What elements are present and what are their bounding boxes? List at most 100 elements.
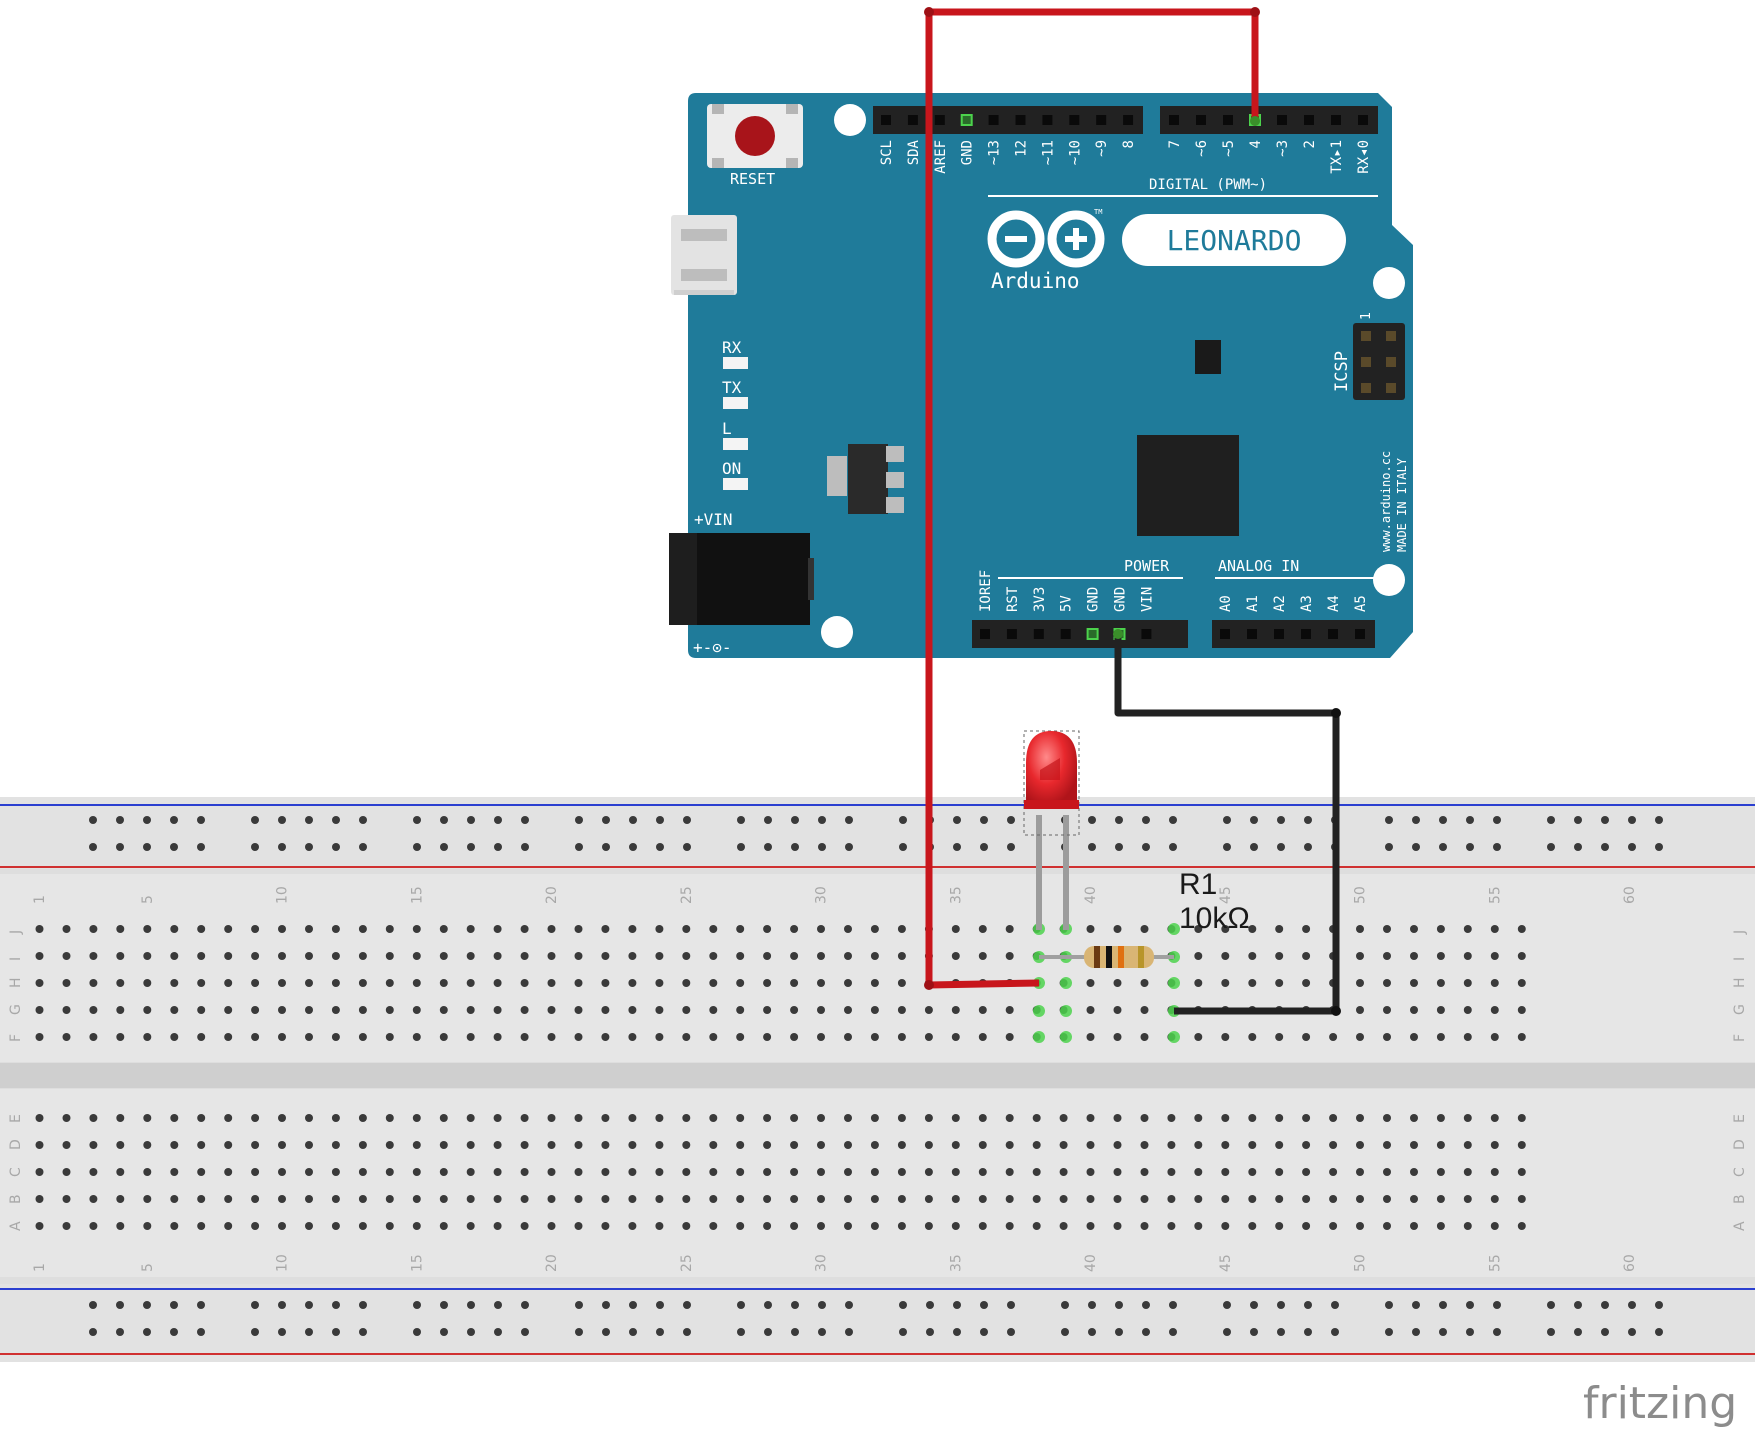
breadboard-hole[interactable] <box>358 1195 367 1203</box>
breadboard-hole[interactable] <box>1490 925 1499 933</box>
rail-hole[interactable] <box>656 1301 664 1309</box>
breadboard-hole[interactable] <box>1410 1033 1418 1041</box>
breadboard-hole[interactable] <box>897 979 906 987</box>
breadboard-hole[interactable] <box>1329 1222 1338 1230</box>
breadboard-hole[interactable] <box>89 1222 98 1230</box>
rail-hole[interactable] <box>251 816 259 824</box>
rail-hole[interactable] <box>1007 816 1015 824</box>
breadboard-hole[interactable] <box>978 1141 987 1149</box>
breadboard-hole[interactable] <box>790 925 799 933</box>
breadboard-hole[interactable] <box>466 925 475 933</box>
breadboard-hole[interactable] <box>1275 1195 1284 1203</box>
rail-hole[interactable] <box>683 1328 691 1336</box>
breadboard-hole[interactable] <box>1517 1006 1526 1014</box>
breadboard-hole[interactable] <box>1356 1114 1364 1122</box>
breadboard-hole[interactable] <box>790 979 799 987</box>
breadboard-hole[interactable] <box>493 952 502 960</box>
rail-hole[interactable] <box>1466 1301 1474 1309</box>
breadboard-hole[interactable] <box>897 1114 906 1122</box>
breadboard-hole[interactable] <box>197 1168 206 1176</box>
breadboard-hole[interactable] <box>89 1195 98 1203</box>
breadboard-hole[interactable] <box>1436 925 1445 933</box>
rail-hole[interactable] <box>1304 843 1312 851</box>
breadboard-hole[interactable] <box>305 1006 313 1014</box>
breadboard-hole[interactable] <box>305 952 313 960</box>
header-pin[interactable] <box>1358 115 1368 125</box>
breadboard-hole[interactable] <box>817 1033 825 1041</box>
breadboard-hole[interactable] <box>682 952 691 960</box>
rail-hole[interactable] <box>1601 816 1609 824</box>
breadboard-hole[interactable] <box>466 1114 475 1122</box>
breadboard-hole[interactable] <box>35 979 44 987</box>
rail-hole[interactable] <box>737 1301 745 1309</box>
rail-hole[interactable] <box>764 1328 772 1336</box>
breadboard-hole[interactable] <box>574 1033 583 1041</box>
rail-hole[interactable] <box>1304 1328 1312 1336</box>
breadboard-hole[interactable] <box>709 952 718 960</box>
rail-hole[interactable] <box>305 843 313 851</box>
rail-hole[interactable] <box>116 843 124 851</box>
breadboard-hole[interactable] <box>1275 1168 1284 1176</box>
rail-hole[interactable] <box>1088 1328 1096 1336</box>
breadboard-hole[interactable] <box>1194 1168 1203 1176</box>
breadboard-hole[interactable] <box>1005 1033 1014 1041</box>
breadboard-hole[interactable] <box>197 1222 206 1230</box>
breadboard-hole[interactable] <box>1005 1006 1014 1014</box>
breadboard-hole[interactable] <box>466 1006 475 1014</box>
rail-hole[interactable] <box>1142 816 1150 824</box>
breadboard-hole[interactable] <box>412 1141 421 1149</box>
breadboard-hole[interactable] <box>924 1006 933 1014</box>
breadboard-hole[interactable] <box>655 1168 664 1176</box>
breadboard-hole[interactable] <box>709 1168 718 1176</box>
breadboard-hole[interactable] <box>385 1141 394 1149</box>
rail-hole[interactable] <box>980 1301 988 1309</box>
breadboard-hole[interactable] <box>1410 1006 1418 1014</box>
breadboard-hole[interactable] <box>763 1222 772 1230</box>
breadboard-hole[interactable] <box>574 1141 583 1149</box>
breadboard-hole[interactable] <box>35 1033 44 1041</box>
breadboard-hole[interactable] <box>709 979 718 987</box>
breadboard-hole[interactable] <box>1221 1033 1230 1041</box>
breadboard-hole[interactable] <box>116 1114 125 1122</box>
rail-hole[interactable] <box>845 1328 853 1336</box>
breadboard-hole[interactable] <box>817 1168 825 1176</box>
breadboard-hole[interactable] <box>385 1006 394 1014</box>
breadboard-hole[interactable] <box>1194 1222 1203 1230</box>
breadboard-hole[interactable] <box>1113 1195 1122 1203</box>
breadboard-hole[interactable] <box>1167 1168 1176 1176</box>
breadboard-hole[interactable] <box>897 1222 906 1230</box>
breadboard-hole[interactable] <box>1086 1141 1095 1149</box>
breadboard-hole[interactable] <box>331 1141 340 1149</box>
rail-hole[interactable] <box>143 816 151 824</box>
rail-hole[interactable] <box>1331 1328 1339 1336</box>
breadboard-hole[interactable] <box>763 1141 772 1149</box>
breadboard-hole[interactable] <box>1059 1141 1068 1149</box>
breadboard-hole[interactable] <box>655 979 664 987</box>
breadboard-hole[interactable] <box>601 1114 610 1122</box>
breadboard-hole[interactable] <box>897 1195 906 1203</box>
breadboard-hole[interactable] <box>62 1168 71 1176</box>
rail-hole[interactable] <box>683 843 691 851</box>
breadboard-hole[interactable] <box>1329 1168 1338 1176</box>
breadboard-hole[interactable] <box>197 979 206 987</box>
rail-hole[interactable] <box>1088 816 1096 824</box>
breadboard-hole[interactable] <box>89 1168 98 1176</box>
breadboard-hole[interactable] <box>116 1195 125 1203</box>
header-pin[interactable] <box>1328 629 1338 639</box>
breadboard-hole[interactable] <box>1032 1222 1041 1230</box>
breadboard-hole[interactable] <box>89 1033 98 1041</box>
rail-hole[interactable] <box>953 816 961 824</box>
rail-hole[interactable] <box>467 816 475 824</box>
rail-hole[interactable] <box>116 1301 124 1309</box>
breadboard-hole[interactable] <box>466 1168 475 1176</box>
rail-hole[interactable] <box>602 1301 610 1309</box>
breadboard-hole[interactable] <box>736 1195 745 1203</box>
breadboard-hole[interactable] <box>709 1141 718 1149</box>
rail-hole[interactable] <box>1493 816 1501 824</box>
rail-hole[interactable] <box>899 843 907 851</box>
breadboard-hole[interactable] <box>844 979 852 987</box>
rail-hole[interactable] <box>737 816 745 824</box>
breadboard-hole[interactable] <box>62 1006 71 1014</box>
breadboard-hole[interactable] <box>978 1195 987 1203</box>
breadboard-hole[interactable] <box>305 1168 313 1176</box>
